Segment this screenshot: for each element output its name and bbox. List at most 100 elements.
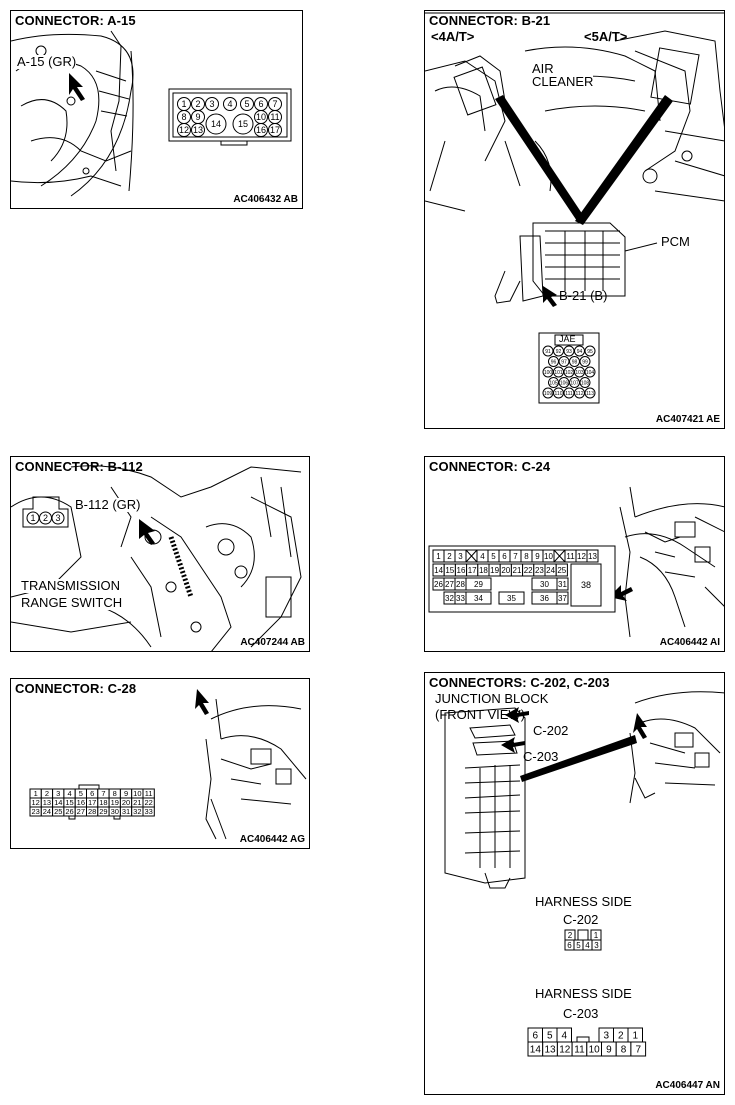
pin-number: 13: [43, 798, 51, 807]
pin-number: 1: [34, 789, 38, 798]
pin-number: 2: [447, 552, 452, 561]
pin-number: 5: [79, 789, 83, 798]
pin-number: 1: [436, 552, 441, 561]
pin-number: 15: [65, 798, 73, 807]
callout-label: B-21 (B): [559, 288, 608, 303]
pin-number: 21: [133, 798, 141, 807]
harness-connector-label: C-202: [563, 912, 599, 927]
pin-number: 13: [193, 125, 203, 135]
air-cleaner-label: CLEANER: [532, 74, 594, 89]
reference-code: AC406442 AG: [239, 834, 305, 845]
pin-number: 23: [535, 566, 544, 575]
pin-marker: [584, 366, 596, 378]
harness-side-label: HARNESS SIDE: [535, 894, 632, 909]
pin-marker: [584, 387, 596, 399]
panel-title: CONNECTOR: A-15: [15, 13, 136, 28]
pin-number: 102: [565, 370, 574, 376]
pin-number: 15: [445, 566, 454, 575]
pin-number: 10: [256, 112, 266, 122]
pin-number: 2: [43, 513, 48, 523]
pin-number: 103: [575, 370, 584, 376]
pin-number: 104: [586, 370, 595, 376]
panel-connectors-c202-c203: CONNECTORS: C-202, C-203 JUNCTION BLOCK …: [424, 672, 725, 1095]
pin-number: 107: [570, 380, 579, 386]
switch-label: RANGE SWITCH: [21, 595, 123, 610]
pin-cell: [142, 806, 155, 817]
pin-number: 22: [524, 566, 533, 575]
pin-marker: [240, 97, 254, 111]
pin-number: 20: [122, 798, 130, 807]
pin-number: 5: [547, 1031, 553, 1042]
jae-label: JAE: [559, 334, 576, 344]
pin-number: 12: [577, 552, 586, 561]
pin-number: 4: [67, 789, 71, 798]
pin-cell: [498, 591, 525, 605]
pin-number: 105: [549, 380, 558, 386]
pin-number: 6: [258, 99, 263, 109]
pin-number: 94: [577, 349, 583, 355]
pin-number: 16: [457, 566, 466, 575]
pin-number: 1: [181, 99, 186, 109]
pin-marker: [268, 123, 282, 137]
pin-number: 32: [133, 807, 141, 816]
pin-marker: [579, 356, 591, 367]
pin-number: 1: [594, 931, 599, 940]
pin-number: 26: [434, 580, 443, 589]
transmission-illustration-b112: [11, 465, 302, 651]
pin-marker: [254, 123, 268, 137]
pin-number: 12: [559, 1045, 571, 1056]
junction-block-label: JUNCTION BLOCK: [435, 691, 549, 706]
pin-number: 11: [270, 112, 279, 122]
pin-number: 15: [238, 119, 248, 129]
pin-number: 17: [88, 798, 96, 807]
pin-number: 92: [556, 349, 562, 355]
variant-5at-label: <5A/T>: [584, 29, 628, 44]
reference-code: AC406442 AI: [659, 637, 720, 648]
pin-number: 6: [567, 941, 572, 950]
panel-title: CONNECTORS: C-202, C-203: [429, 675, 610, 690]
pin-number: 8: [181, 112, 186, 122]
panel-title: CONNECTOR: C-24: [429, 459, 551, 474]
pin-number: 7: [101, 789, 105, 798]
arrow-icon: [633, 713, 647, 739]
pcm-label: PCM: [661, 234, 690, 249]
pin-number: 7: [272, 99, 277, 109]
pin-number: 24: [546, 566, 555, 575]
pin-number: 9: [124, 789, 128, 798]
arrow-icon: [501, 737, 525, 753]
pin-number: 93: [566, 349, 572, 355]
pin-cell: [465, 591, 492, 605]
junction-block-label: (FRONT VIEW): [435, 707, 526, 722]
pin-number: 21: [513, 566, 522, 575]
pin-cell: [586, 549, 599, 563]
pin-number: 14: [211, 119, 221, 129]
pin-marker: [51, 511, 65, 525]
pin-number: 10: [544, 552, 553, 561]
pin-number: 9: [606, 1045, 612, 1056]
pin-number: 28: [88, 807, 96, 816]
pin-number: 17: [270, 125, 280, 135]
pin-number: 31: [122, 807, 130, 816]
dashboard-illustration-c28: [195, 689, 307, 840]
pin-number: 95: [587, 349, 593, 355]
pin-number: 36: [540, 594, 549, 603]
pin-number: 6: [90, 789, 94, 798]
pin-number: 110: [555, 391, 563, 397]
pin-number: 111: [565, 391, 573, 397]
pin-number: 27: [77, 807, 85, 816]
pin-number: 33: [456, 594, 465, 603]
pin-number: 33: [144, 807, 152, 816]
pin-number: 14: [434, 566, 443, 575]
pin-number: 3: [55, 513, 60, 523]
pin-number: 8: [524, 552, 529, 561]
pin-number: 3: [56, 789, 60, 798]
pin-number: 7: [513, 552, 518, 561]
pin-number: 5: [491, 552, 496, 561]
